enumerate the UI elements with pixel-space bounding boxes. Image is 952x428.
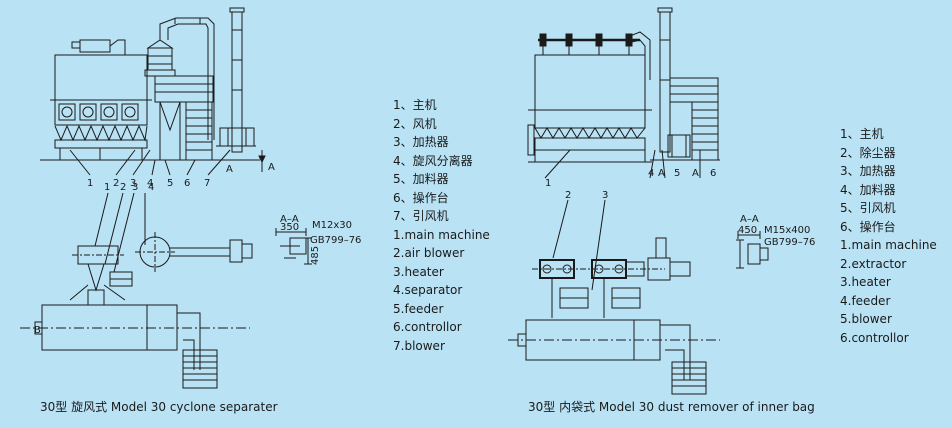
legend-bag-item: 1、主机 [840,127,884,141]
induced-blower [216,127,256,147]
left-plan-view [20,192,253,389]
left-top-label-7: 7 [204,178,210,189]
right-top-label-4: 4 [648,168,654,179]
right-chimney [659,11,671,153]
legend-cyclone-item: 3.heater [393,264,444,279]
legend-bag-item: 3.heater [840,275,891,289]
legend-bag-item: 2.extractor [840,256,907,271]
left-detail-height: 485 [310,246,321,265]
right-elevation-view [527,7,720,179]
left-section-detail [275,228,312,265]
left-section-mark: A [268,162,275,173]
legend-cyclone-item: 4.separator [393,283,463,297]
chimney [231,11,243,153]
left-top-label-6: 6 [184,178,190,189]
left-top-label-5: 5 [167,178,173,189]
left-ladder [182,349,218,389]
right-section-detail [736,231,769,269]
left-top-label-3: 3 [130,178,136,189]
legend-cyclone-item: 4、旋风分离器 [393,153,473,168]
right-top-label-6: 6 [710,168,716,179]
main-machine-body [54,54,148,101]
right-detail-bolt: M15x400 [764,225,810,236]
right-top-label-1: 1 [545,178,551,189]
left-top-label-2: 2 [113,178,119,189]
legend-cyclone-item: 7.blower [393,338,445,353]
right-plan-view [508,199,720,395]
right-detail-width: 450 [738,225,757,236]
left-detail-bolt: M12x30 [312,220,352,231]
legend-bag-item: 2、除尘器 [840,145,896,160]
right-section-mark-2: A [692,168,699,179]
legend-cyclone-item: 2.air blower [393,246,465,260]
legend-cyclone-item: 1.main machine [393,227,490,242]
legend-bag-item: 5、引风机 [840,201,896,215]
legend-cyclone-item: 6、操作台 [393,190,449,205]
legend-cyclone: 1、主机 2、风机 3、加热器 4、旋风分离器 5、加料器 6、操作台 7、引风… [393,96,490,355]
operating-platform [154,75,214,161]
left-section-mark-2: A [226,164,233,175]
right-operating-platform [669,77,719,161]
legend-cyclone-item: 2、风机 [393,116,437,131]
legend-bag-item: 3、加热器 [840,164,896,178]
left-detail-standard: GB799–76 [310,235,361,246]
bag-filter-units [532,259,665,318]
bed-hoppers [54,124,148,142]
caption-cyclone: 30型 旋风式 Model 30 cyclone separater [40,400,278,414]
right-bottom-label-3: 3 [602,190,608,201]
left-bottom-label-2: 2 [120,182,126,193]
right-ladder [671,361,707,395]
left-top-label-4: 4 [147,178,153,189]
right-detail-standard: GB799–76 [764,237,815,248]
cyclone-separator [144,39,176,77]
legend-cyclone-item: 5.feeder [393,301,444,316]
legend-bag-item: 5.blower [840,312,892,326]
legend-bag: 1、主机 2、除尘器 3、加热器 4、加料器 5、引风机 6、操作台 1.mai… [840,125,937,347]
legend-bag-item: 1.main machine [840,238,937,252]
legend-cyclone-item: 3、加热器 [393,135,449,149]
fan-chambers [58,103,139,121]
legend-cyclone-item: 1、主机 [393,98,437,112]
right-detail-title: A–A [740,214,759,225]
left-detail-title: A–A [280,214,299,225]
legend-bag-item: 4、加料器 [840,182,896,197]
right-section-mark: A [658,168,665,179]
left-elevation-view [40,7,266,176]
legend-cyclone-item: 6.controllor [393,320,462,334]
legend-cyclone-item: 5、加料器 [393,172,449,186]
legend-bag-item: 6.controllor [840,330,909,345]
left-detail-width: 350 [280,222,299,233]
legend-bag-item: 4.feeder [840,293,891,308]
left-bottom-label-3: 3 [132,182,138,193]
right-main-machine-body [534,54,646,111]
left-exhaust-duct [159,17,215,140]
right-top-label-5: 5 [674,168,680,179]
left-bottom-label-4: 4 [148,182,154,193]
legend-cyclone-item: 7、引风机 [393,209,449,223]
left-plan-mark-b: B [34,325,41,336]
legend-bag-item: 6、操作台 [840,219,896,234]
left-top-label-1: 1 [87,178,93,189]
caption-bag: 30型 内袋式 Model 30 dust remover of inner b… [528,400,815,414]
right-bottom-label-2: 2 [565,190,571,201]
left-bottom-label-1: 1 [104,182,110,193]
